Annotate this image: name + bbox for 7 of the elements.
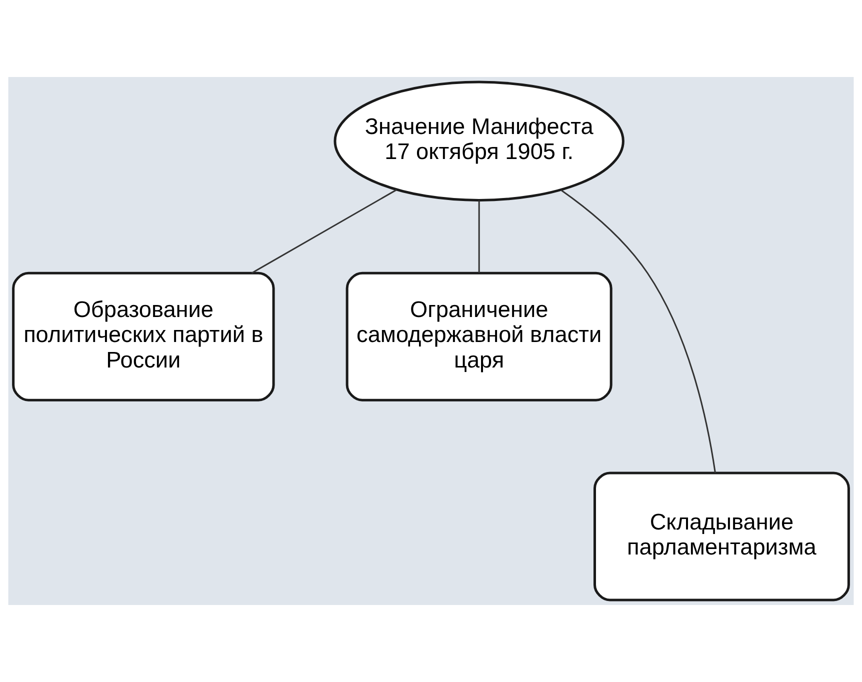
node-box: Ограничение самодержавной власти царя [346,272,612,402]
node-box: Складывание парламентаризма [593,472,850,602]
connector [251,189,397,274]
node-ellipse: Значение Манифеста 17 октября 1905 г. [334,80,624,202]
node-box: Образование политических партий в России [12,272,275,402]
connector [478,200,480,273]
connector [560,189,716,473]
